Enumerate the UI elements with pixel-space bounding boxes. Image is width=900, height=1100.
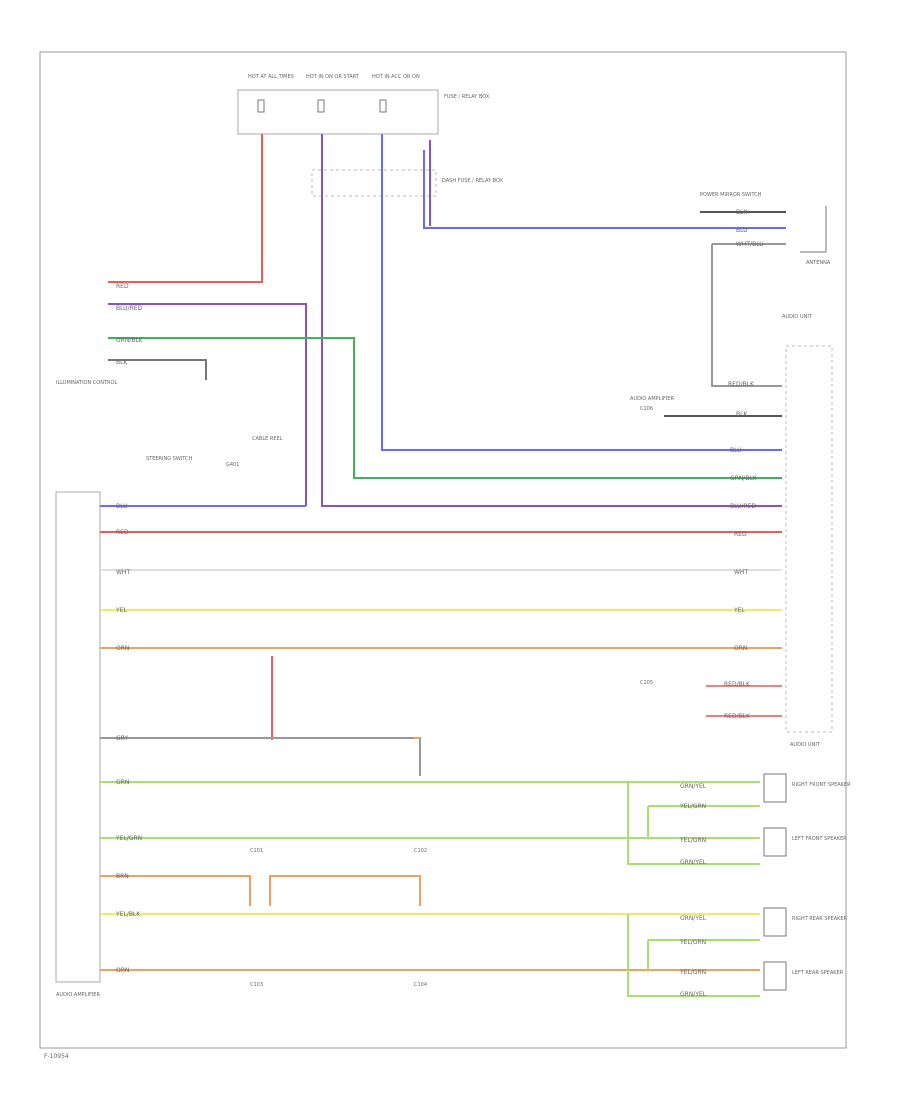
wire-label-r-blu: BLU [736,227,748,234]
wire-label-r-grn-blk: GRN/BLK [730,475,758,482]
wire-label-r-wht-blu: WHT/BLU [736,241,764,248]
fuse-right-label: HOT IN ACC OR ON [372,74,420,80]
wire-label-r-grn-yel-2: GRN/YEL [680,859,707,866]
fuse-mid-symbol [317,99,325,113]
wire-blue-right [423,150,786,229]
speaker-rr-label: RIGHT REAR SPEAKER [792,916,848,922]
wire-label-r-yel-grn-4: YEL/GRN [679,969,706,976]
fuse-box-label: FUSE / RELAY BOX [444,94,490,100]
fuse-left-label: HOT AT ALL TIMES [248,74,294,80]
wire-label-r-yel: YEL [733,607,745,614]
wire-label-red-2: RED [116,529,129,536]
wire-gray-amp [100,737,421,776]
speaker-rl-label: LEFT REAR SPEAKER [792,970,844,976]
diagram-frame [39,51,847,1049]
wire-label-red: RED [116,283,129,290]
fuse-block-top [237,89,439,135]
wire-label-r-blu-red: BLU/RED [730,503,757,510]
wire-blue-feed [381,134,782,451]
audio-unit-right [785,345,833,733]
wire-group [100,134,786,997]
speaker-rear-left [763,961,787,991]
wire-label-brn: BRN [116,873,129,880]
wire-label-r-wht: WHT [734,569,748,576]
connector-b-label: C102 [414,848,427,854]
wire-label-grn-blk: GRN/BLK [116,337,144,344]
wire-lime-5 [627,914,760,997]
footer-code: F-10954 [44,1053,69,1060]
audio-unit-bottom-label: AUDIO UNIT [790,742,821,748]
junction-box-label: DASH FUSE / RELAY BOX [442,178,504,184]
wire-label-grn: GRN [116,779,129,786]
wire-green-illum [108,337,782,479]
wire-label-r-red-blk-2: RED/BLK [724,681,751,688]
wire-label-orn: ORN [116,645,129,652]
wire-label-r-blk-2: BLK [736,411,748,418]
speaker-fl-label: LEFT FRONT SPEAKER [792,836,847,842]
wire-orange-4 [269,875,421,906]
wire-label-orn-2: ORN [116,967,129,974]
wire-label-r-blk: BLK [736,209,748,216]
audio-unit-top-label: AUDIO UNIT [782,314,813,320]
amplifier-box-left [55,491,101,983]
wire-label-wht: WHT [116,569,130,576]
wire-label-blu-red: BLU/RED [116,305,143,312]
steering-switch-label: STEERING SWITCH [146,456,193,462]
connector-f-label: C106 [640,406,653,412]
wire-label-yel-grn: YEL/GRN [115,835,142,842]
wire-label-r-blu-2: BLU [730,447,742,454]
speaker-front-left [763,827,787,857]
wire-label-r-grn-yel-4: GRN/YEL [680,991,707,998]
wire-black-illum [108,359,207,380]
wire-label-r-yel-grn-2: YEL/GRN [679,837,706,844]
wire-label-r-red: RED [734,531,747,538]
wire-label-r-red-blk-3: RED/BLK [724,713,751,720]
fuse-right-symbol [379,99,387,113]
wire-label-r-orn: ORN [734,645,747,652]
wire-label-r-grn-yel: GRN/YEL [680,783,707,790]
wire-label-yel: YEL [115,607,127,614]
mirror-switch-label: POWER MIRROR SWITCH [700,192,762,198]
fuse-mid-label: HOT IN ON OR START [306,74,360,80]
wire-label-blk: BLK [116,359,128,366]
wire-red-power [108,134,263,283]
wire-lime-3 [627,782,760,865]
wire-lime-4 [647,805,760,838]
wire-label-blu: BLU [116,503,128,510]
amplifier-box-label: AUDIO AMPLIFIER [56,992,100,998]
speaker-front-right [763,773,787,803]
connector-c-label: C103 [250,982,263,988]
wire-label-yel-blk: YEL/BLK [115,911,141,918]
right-relay-bracket [800,206,827,253]
wire-purple-feed [321,134,782,507]
wire-label-gry: GRY [116,735,128,742]
connector-a-label: C101 [250,848,263,854]
wire-lime-6 [647,939,760,970]
amp-module-label: AUDIO AMPLIFIER [630,396,674,402]
wire-label-r-yel-grn-3: YEL/GRN [679,939,706,946]
speaker-rear-right [763,907,787,937]
speaker-fr-label: RIGHT FRONT SPEAKER [792,782,851,788]
right-relay-label: ANTENNA [806,260,831,266]
wire-label-r-red-blk: RED/BLK [728,381,755,388]
junction-box [311,169,437,197]
fuse-left-symbol [257,99,265,113]
connector-d-label: C104 [414,982,427,988]
cable-reel-label: CABLE REEL [252,436,283,442]
wire-label-r-grn-yel-3: GRN/YEL [680,915,707,922]
ground-label: G401 [226,462,239,468]
wire-orange-3 [100,875,251,906]
wire-purple-mirror [108,303,307,506]
wire-gray-right [711,243,786,387]
illum-control-label: ILLUMINATION CONTROL [56,380,117,386]
connector-e-label: C105 [640,680,653,686]
wire-label-r-yel-grn: YEL/GRN [679,803,706,810]
